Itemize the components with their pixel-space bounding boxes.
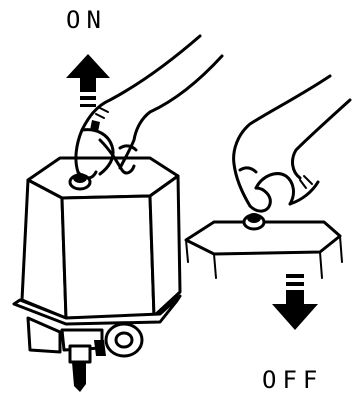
pressure-switch-right: [186, 213, 342, 278]
off-label: OFF: [262, 368, 323, 392]
pressure-switch-left: [14, 158, 180, 392]
on-label: ON: [66, 8, 107, 32]
hand-right: [234, 76, 350, 211]
arrow-down-icon: [272, 274, 318, 330]
arrow-up-icon: [66, 54, 110, 107]
